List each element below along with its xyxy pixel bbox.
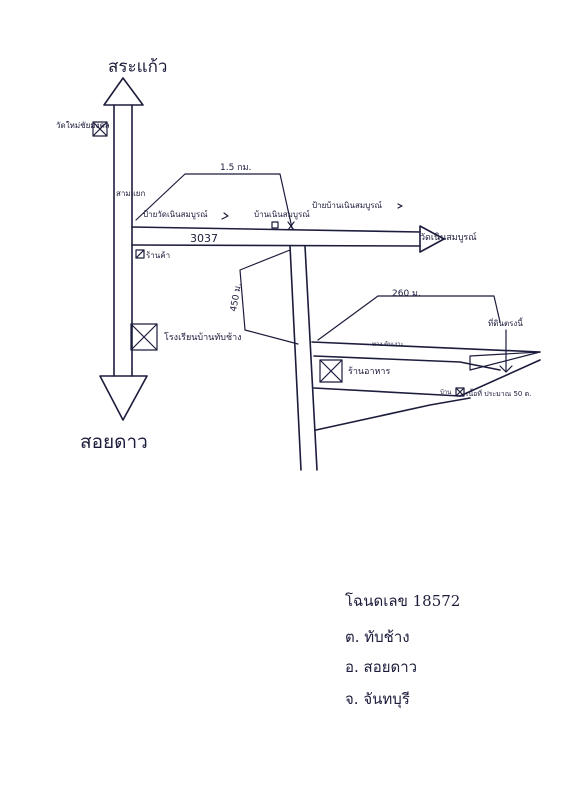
village-sign-mid-label: บ้านเนินสมบูรณ์ [254,209,310,220]
destination-label: วัดเนินสมบูรณ์ [420,231,477,243]
bottom-right-note: เนื้อที่ ประมาณ 50 ต. [466,387,531,398]
distance-1-5km: 1.5 กม. [220,163,251,173]
deed-subdistrict: ต. ทับช้าง [345,628,410,646]
shop-icon [135,249,145,259]
map-labels: สระแก้ว สอยดาว วัดใหม่ชัยมงคล สามแยก ป้า… [56,57,531,453]
deed-info: โฉนดเลข 18572 ต. ทับช้าง อ. สอยดาว จ. จั… [345,592,460,709]
landmark-symbols [92,121,465,397]
leader-1-5km [135,173,293,229]
leader-260m [317,295,501,341]
house-icon [455,387,465,397]
marker-label: ที่ดินตรงนี้ [488,317,524,328]
distance-leaders [135,173,501,345]
side-road [289,245,318,471]
road-3037-bottom [131,244,421,247]
distance-450m: 450 ม. [229,282,244,312]
parcel-triangle [469,351,541,371]
distance-260m: 260 ม. [392,289,421,299]
arrow-south-icon [99,375,148,421]
temple-label: วัดใหม่ชัยมงคล [56,121,110,130]
sign-arrow-2-icon [397,203,403,209]
side-road-left [289,245,302,471]
temple-icon [92,121,108,137]
lane2-diag [459,359,541,397]
lane2-top [313,387,461,397]
arrow-east-icon [419,225,445,253]
side-road-right [304,245,318,471]
store-icon [319,359,343,383]
deed-number: โฉนดเลข 18572 [345,592,460,610]
main-highway [99,77,148,421]
north-label: สระแก้ว [108,57,167,77]
shop-label: ร้านค้า [146,251,170,260]
lane-bottom [313,355,501,371]
village-sign-left-label: ป้ายวัดเนินสมบูรณ์ [143,209,208,220]
sign-arrow-1-icon [221,212,229,220]
village-sign-icon [271,221,295,231]
junction-label: สามแยก [116,189,145,198]
road-number-label: 3037 [190,232,218,245]
village-sign-right-label: ป้ายบ้านเนินสมบูรณ์ [312,200,383,211]
lane3 [315,397,471,431]
store-label: ร้านอาหาร [348,366,390,377]
lane-top [311,341,541,353]
lane-east [311,329,541,431]
leader-450m [239,249,299,345]
road-3037 [131,225,445,253]
deed-province: จ. จันทบุรี [345,690,410,709]
school-icon [130,323,158,351]
deed-district: อ. สอยดาว [345,658,417,676]
arrow-north-icon [103,77,144,106]
row-label: ทาง ต้นเงาะ [372,341,404,348]
parcel-marker-arrow-icon [499,365,513,373]
road-3037-top [131,226,421,233]
small-house-label: บ้าน [440,389,451,396]
south-label: สอยดาว [80,431,148,453]
school-label: โรงเรียนบ้านทับช้าง [164,332,242,343]
